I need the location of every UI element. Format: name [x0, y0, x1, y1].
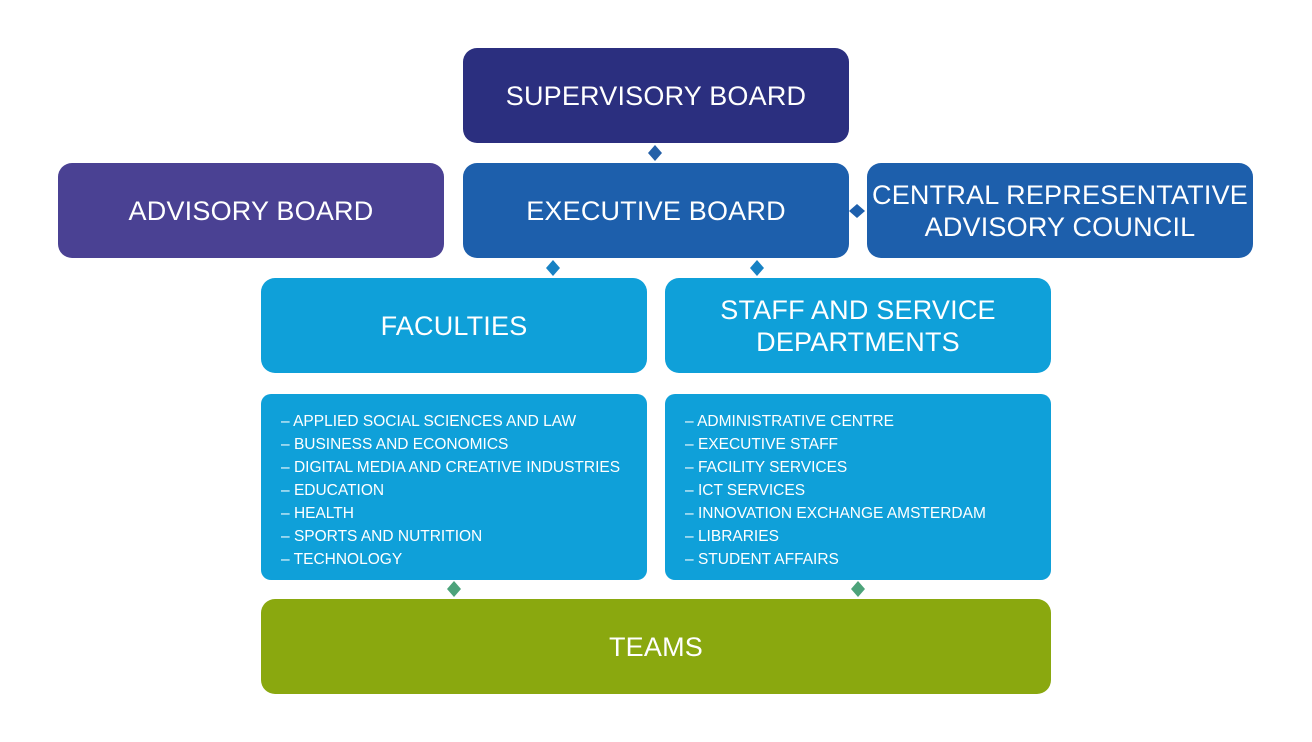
faculties-label: FACULTIES [380, 310, 528, 341]
staff-departments-box: STAFF AND SERVICE DEPARTMENTS [665, 278, 1051, 373]
central-council-box: CENTRAL REPRESENTATIVE ADVISORY COUNCIL [867, 163, 1253, 258]
list-item: STUDENT AFFAIRS [685, 548, 1051, 571]
list-item: INNOVATION EXCHANGE AMSTERDAM [685, 502, 1051, 525]
list-item: EXECUTIVE STAFF [685, 433, 1051, 456]
staff-list: ADMINISTRATIVE CENTRE EXECUTIVE STAFF FA… [685, 410, 1051, 571]
supervisory-board-label: SUPERVISORY BOARD [505, 80, 807, 111]
connector-central-executive [849, 204, 865, 218]
list-item: EDUCATION [281, 479, 647, 502]
executive-board-box: EXECUTIVE BOARD [463, 163, 849, 258]
teams-box: TEAMS [261, 599, 1051, 694]
list-item: HEALTH [281, 502, 647, 525]
teams-label: TEAMS [608, 631, 703, 662]
list-item: TECHNOLOGY [281, 548, 647, 571]
list-item: BUSINESS AND ECONOMICS [281, 433, 647, 456]
advisory-board-box: ADVISORY BOARD [58, 163, 444, 258]
advisory-board-label: ADVISORY BOARD [128, 195, 374, 226]
connector-staff-teams [851, 581, 865, 597]
faculties-box: FACULTIES [261, 278, 647, 373]
central-council-label: CENTRAL REPRESENTATIVE ADVISORY COUNCIL [872, 179, 1248, 242]
staff-departments-label: STAFF AND SERVICE DEPARTMENTS [720, 294, 996, 357]
faculties-list: APPLIED SOCIAL SCIENCES AND LAW BUSINESS… [281, 410, 647, 571]
connector-faculties-teams [447, 581, 461, 597]
connector-executive-staff [750, 260, 764, 276]
list-item: LIBRARIES [685, 525, 1051, 548]
list-item: ICT SERVICES [685, 479, 1051, 502]
list-item: SPORTS AND NUTRITION [281, 525, 647, 548]
executive-board-label: EXECUTIVE BOARD [526, 195, 786, 226]
staff-list-box: ADMINISTRATIVE CENTRE EXECUTIVE STAFF FA… [665, 394, 1051, 580]
list-item: APPLIED SOCIAL SCIENCES AND LAW [281, 410, 647, 433]
list-item: FACILITY SERVICES [685, 456, 1051, 479]
list-item: ADMINISTRATIVE CENTRE [685, 410, 1051, 433]
connector-executive-faculties [546, 260, 560, 276]
connector-supervisory-executive [648, 145, 662, 161]
faculties-list-box: APPLIED SOCIAL SCIENCES AND LAW BUSINESS… [261, 394, 647, 580]
supervisory-board-box: SUPERVISORY BOARD [463, 48, 849, 143]
list-item: DIGITAL MEDIA AND CREATIVE INDUSTRIES [281, 456, 647, 479]
